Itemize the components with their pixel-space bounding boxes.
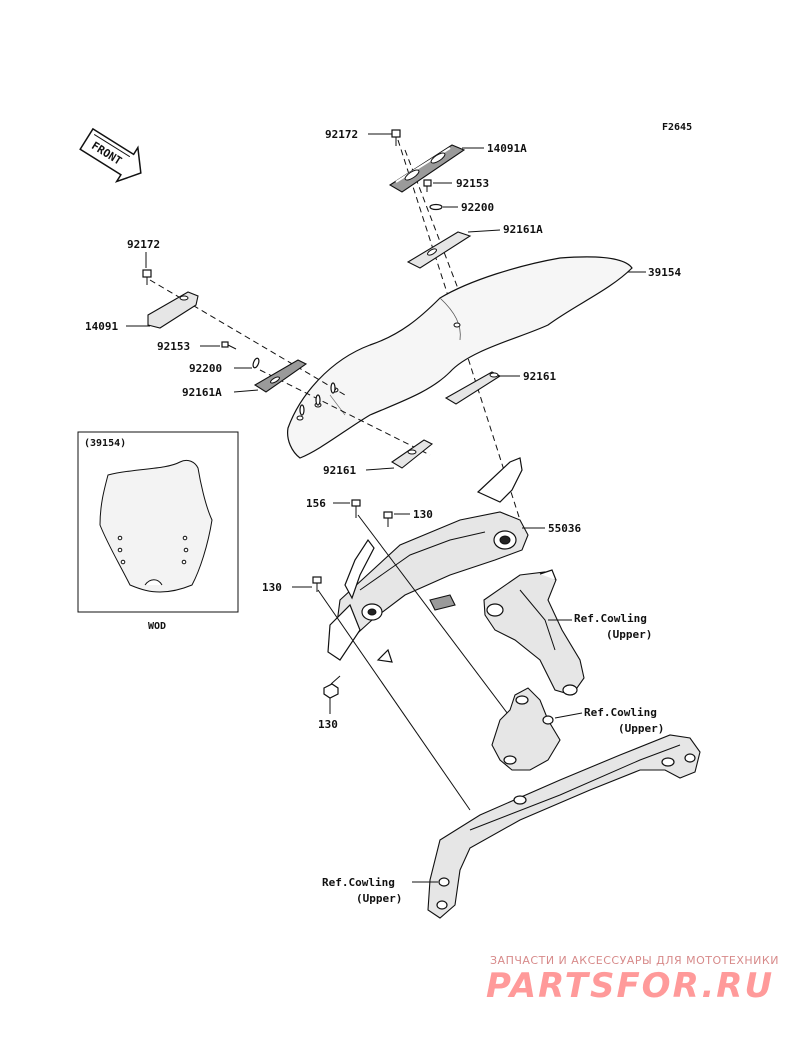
inset-title: (39154) — [84, 438, 126, 449]
assembly-axis-left — [149, 279, 346, 396]
label-55036: 55036 — [548, 522, 581, 535]
label-92153-left: 92153 — [157, 340, 190, 353]
label-92200-left: 92200 — [189, 362, 222, 375]
bolt-156 — [351, 499, 361, 518]
leader-ref-2 — [554, 712, 583, 719]
assembly-axis-right — [397, 139, 521, 521]
cover-plate-14091 — [147, 291, 199, 329]
label-92161-bottom: 92161 — [323, 464, 356, 477]
label-14091: 14091 — [85, 320, 118, 333]
label-39154: 39154 — [648, 266, 681, 279]
inset-caption: WOD — [148, 621, 166, 632]
ref-1-line-1: Ref.Cowling — [574, 612, 647, 625]
bolt-156-path — [357, 514, 521, 731]
watermark-logo: PARTSFOR.RU — [486, 966, 774, 1006]
bushing-a — [315, 394, 321, 406]
watermark-tagline: ЗАПЧАСТИ И АКСЕССУАРЫ ДЛЯ МОТОТЕХНИКИ — [490, 954, 779, 967]
leader-92161A-top — [467, 229, 501, 233]
label-14091A: 14091A — [487, 142, 527, 155]
washer-92200-top — [429, 203, 443, 211]
cover-plate-14091A — [388, 144, 466, 193]
label-92200-top: 92200 — [461, 201, 494, 214]
screw-92172-left — [142, 269, 152, 285]
cowling-lower-frame — [427, 734, 701, 919]
ref-3-line-1: Ref.Cowling — [322, 876, 395, 889]
label-130-a: 130 — [413, 508, 433, 521]
label-130-b: 130 — [262, 581, 282, 594]
label-92161A-top: 92161A — [503, 223, 543, 236]
damper-92161A-top — [406, 231, 472, 269]
cowling-bracket-upper — [483, 569, 585, 696]
ref-3-line-2: (Upper) — [356, 892, 402, 905]
watermark: ЗАПЧАСТИ И АКСЕССУАРЫ ДЛЯ МОТОТЕХНИКИ PA… — [486, 954, 779, 1006]
figure-code: F2645 — [662, 122, 692, 133]
bolt-130-b — [312, 576, 322, 592]
damper-92161A-left — [253, 359, 308, 393]
label-92161-right: 92161 — [523, 370, 556, 383]
front-arrow-icon: FRONT — [79, 127, 142, 183]
assembly-axis-left-low — [259, 369, 431, 456]
ref-2-line-1: Ref.Cowling — [584, 706, 657, 719]
ref-2-line-2: (Upper) — [618, 722, 664, 735]
inset-wod-variant: (39154) WOD — [77, 431, 239, 632]
label-92172-top: 92172 — [325, 128, 358, 141]
bolt-130-c — [323, 675, 341, 699]
windshield-stay-55036 — [327, 457, 529, 663]
bushing-c — [299, 404, 305, 416]
damper-92161-bottom — [390, 439, 434, 469]
cowling-bracket-mid — [491, 687, 561, 771]
bolt-130-b-path — [317, 589, 471, 811]
label-92161A-left: 92161A — [182, 386, 222, 399]
windshield-39154 — [287, 256, 633, 459]
label-156: 156 — [306, 497, 326, 510]
label-92153-top: 92153 — [456, 177, 489, 190]
ref-1-line-2: (Upper) — [606, 628, 652, 641]
leader-92161-bottom — [365, 467, 395, 471]
label-130-c: 130 — [318, 718, 338, 731]
leader-92161A-left — [233, 389, 259, 393]
bushing-b — [330, 382, 336, 394]
screw-92153-top — [423, 179, 432, 192]
screw-92153-left — [221, 341, 237, 350]
damper-92161-right — [444, 371, 502, 405]
bolt-130-a — [383, 511, 393, 527]
washer-92200-left — [252, 357, 260, 369]
label-92172-left: 92172 — [127, 238, 160, 251]
